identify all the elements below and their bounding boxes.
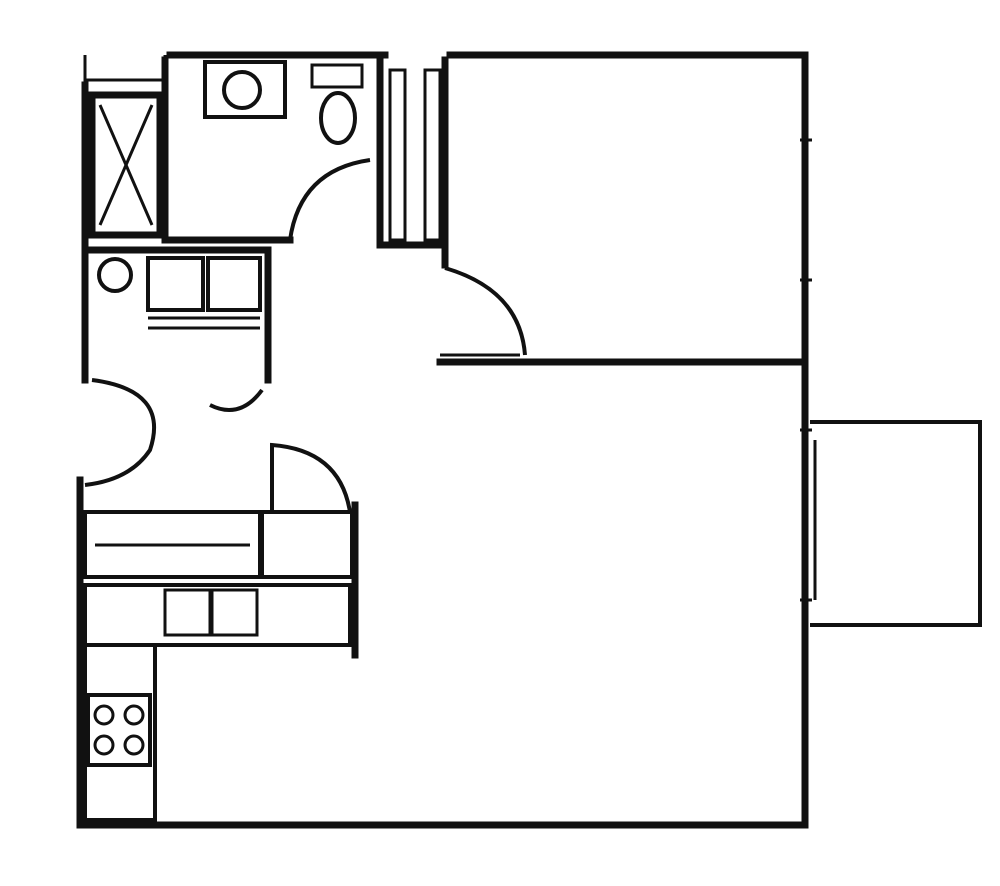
pantry-door-swing[interactable] xyxy=(270,442,352,513)
water-heater-icon xyxy=(97,257,133,293)
closet-door-left[interactable] xyxy=(388,68,407,242)
laundry xyxy=(84,246,272,487)
laundry-wall xyxy=(84,246,272,384)
stove-icon xyxy=(86,693,152,767)
window-marks xyxy=(800,138,812,602)
kitchen xyxy=(83,442,359,822)
bedroom xyxy=(436,56,804,366)
burner-icon xyxy=(123,734,145,756)
entry-door-swing[interactable] xyxy=(84,378,156,487)
bedroom-door-swing[interactable] xyxy=(444,266,527,356)
balcony-outline xyxy=(810,420,982,627)
closet-door-right[interactable] xyxy=(423,68,442,242)
exterior-walls xyxy=(76,51,812,829)
storage-closet xyxy=(88,91,164,239)
toilet-icon xyxy=(319,91,357,145)
bathroom-wall xyxy=(161,56,294,244)
kitchen-counter-side xyxy=(83,643,157,822)
toilet-tank xyxy=(310,63,364,89)
bathroom-door-swing[interactable] xyxy=(288,158,371,241)
sink-basin-right xyxy=(210,588,259,637)
dryer-icon xyxy=(206,256,262,312)
laundry-door-swing[interactable] xyxy=(209,388,264,412)
sink-icon xyxy=(222,70,262,110)
bathroom xyxy=(161,56,371,244)
burner-icon xyxy=(93,704,115,726)
burner-icon xyxy=(123,704,145,726)
balcony xyxy=(810,420,982,627)
burner-icon xyxy=(93,734,115,756)
sink-basin-left xyxy=(163,588,212,637)
outer-wall xyxy=(76,51,809,829)
closet-wall xyxy=(376,56,449,249)
laundry-shelf xyxy=(148,316,260,330)
wall-stub xyxy=(83,55,167,82)
storage-closet-wall xyxy=(88,91,164,239)
kitchen-counter xyxy=(83,583,352,647)
closet xyxy=(376,56,449,249)
washer-icon xyxy=(146,256,205,312)
refrigerator-icon xyxy=(260,510,354,579)
shaft-x-icon xyxy=(98,104,154,226)
sink-counter xyxy=(203,60,287,119)
